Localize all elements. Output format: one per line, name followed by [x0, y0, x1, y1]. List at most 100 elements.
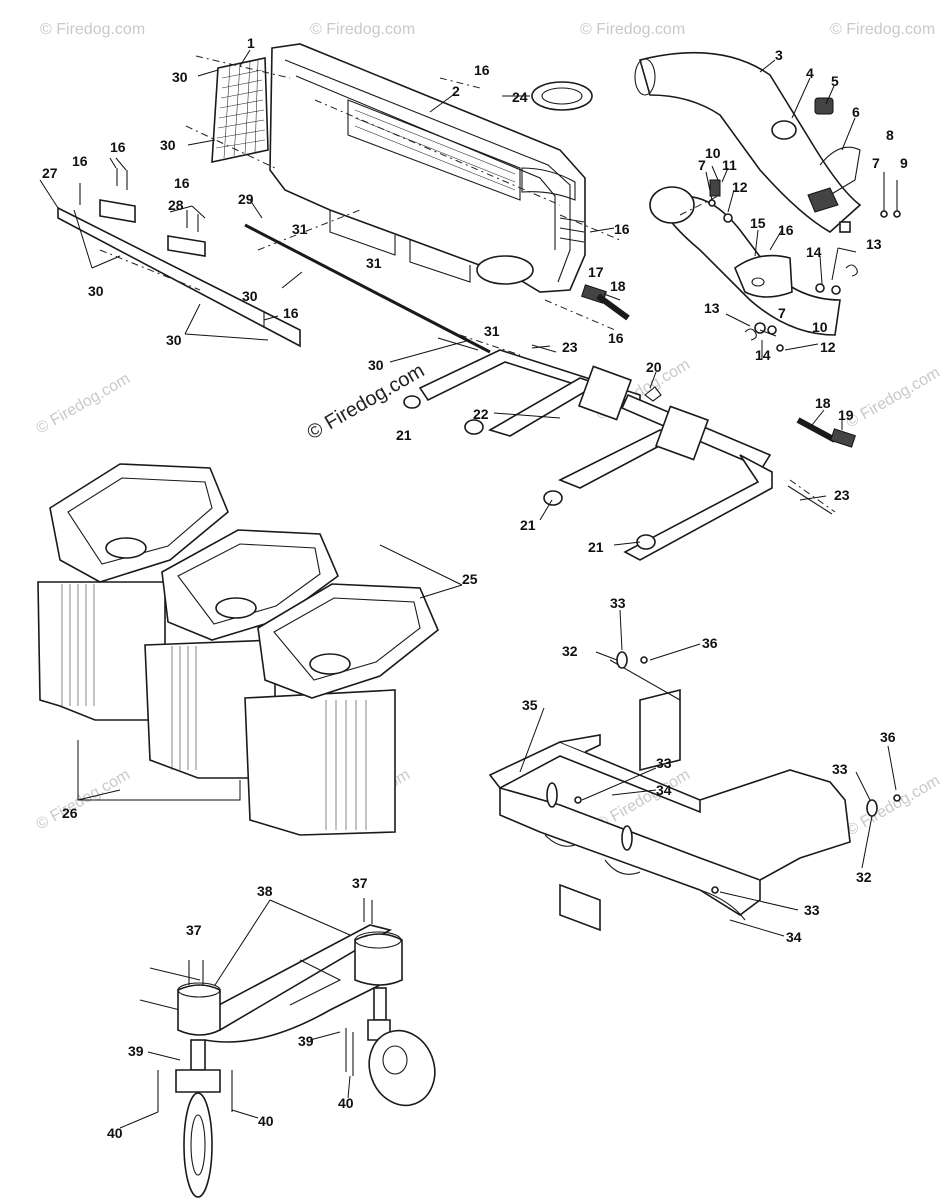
- callout-26: 26: [62, 805, 78, 821]
- part-caster-housing-right: [345, 931, 436, 1107]
- callout-19: 19: [838, 407, 854, 423]
- callout-33: 33: [610, 595, 626, 611]
- watermark: © Firedog.com: [34, 370, 134, 437]
- part-catcher-housing: [269, 43, 586, 293]
- callout-16: 16: [283, 305, 299, 321]
- callout-10: 10: [705, 145, 721, 161]
- part-hitch-frame: [488, 659, 851, 932]
- callout-21: 21: [520, 517, 536, 533]
- callout-33: 33: [804, 902, 820, 918]
- callout-36: 36: [880, 729, 896, 745]
- callout-14: 14: [806, 244, 822, 260]
- callout-7: 7: [778, 305, 786, 321]
- watermark: © Firedog.com: [40, 21, 145, 38]
- callout-31: 31: [292, 221, 308, 237]
- callout-9: 9: [900, 155, 908, 171]
- callout-23: 23: [562, 339, 578, 355]
- callout-40: 40: [338, 1095, 354, 1111]
- callout-16: 16: [174, 175, 190, 191]
- callout-35: 35: [522, 697, 538, 713]
- callout-7: 7: [872, 155, 880, 171]
- part-screen: [211, 57, 269, 164]
- callout-32: 32: [562, 643, 578, 659]
- callout-25: 25: [462, 571, 478, 587]
- callout-40: 40: [107, 1125, 123, 1141]
- callout-30: 30: [88, 283, 104, 299]
- callout-30: 30: [166, 332, 182, 348]
- callout-30: 30: [368, 357, 384, 373]
- callout-7: 7: [698, 157, 706, 173]
- part-side-rail-27: [57, 206, 301, 348]
- callout-31: 31: [484, 323, 500, 339]
- callout-3: 3: [775, 47, 783, 63]
- callout-8: 8: [886, 127, 894, 143]
- callout-10: 10: [812, 319, 828, 335]
- part-fasteners-left: [79, 168, 265, 328]
- callout-labels: 1 2 3 4 5 6 7 8 9 7 10 11 12 15 16 14 13…: [42, 35, 908, 1141]
- callout-34: 34: [656, 782, 672, 798]
- callout-37: 37: [186, 922, 202, 938]
- part-knob: [814, 97, 834, 115]
- callout-16: 16: [110, 139, 126, 155]
- callout-12: 12: [820, 339, 836, 355]
- callout-4: 4: [806, 65, 814, 81]
- callout-24: 24: [512, 89, 528, 105]
- part-springs-pins: [531, 284, 856, 515]
- callout-1: 1: [247, 35, 255, 51]
- callout-23: 23: [834, 487, 850, 503]
- part-caster-housing-left: [157, 982, 233, 1198]
- callout-12: 12: [732, 179, 748, 195]
- callout-34: 34: [786, 929, 802, 945]
- callout-16: 16: [614, 221, 630, 237]
- leader-lines: [39, 49, 897, 1129]
- part-gasket-ring: [531, 81, 593, 111]
- part-chute-tube: [634, 51, 862, 233]
- callout-13: 13: [704, 300, 720, 316]
- watermark: © Firedog.com: [844, 772, 944, 839]
- part-chute-cap: [771, 97, 861, 213]
- part-bag-right: [244, 583, 439, 836]
- callout-30: 30: [160, 137, 176, 153]
- part-mounting-frame: [403, 349, 773, 561]
- callout-21: 21: [396, 427, 412, 443]
- callout-29: 29: [238, 191, 254, 207]
- callout-6: 6: [852, 104, 860, 120]
- callout-11: 11: [722, 157, 737, 173]
- part-rod-29: [244, 223, 491, 354]
- callout-39: 39: [128, 1043, 144, 1059]
- callout-37: 37: [352, 875, 368, 891]
- callout-15: 15: [750, 215, 766, 231]
- callout-13: 13: [866, 236, 882, 252]
- callout-18: 18: [610, 278, 626, 294]
- watermark: © Firedog.com: [844, 364, 944, 431]
- callout-5: 5: [831, 73, 839, 89]
- callout-21: 21: [588, 539, 604, 555]
- callout-14: 14: [755, 347, 771, 363]
- callout-16: 16: [474, 62, 490, 78]
- callout-30: 30: [242, 288, 258, 304]
- callout-40: 40: [258, 1113, 274, 1129]
- callout-16: 16: [608, 330, 624, 346]
- watermark: © Firedog.com: [830, 21, 935, 38]
- part-bolts-37: [188, 898, 373, 985]
- callout-16: 16: [72, 153, 88, 169]
- callout-16: 16: [778, 222, 794, 238]
- callout-31: 31: [366, 255, 382, 271]
- watermark: © Firedog.com: [580, 21, 685, 38]
- part-brackets-28: [99, 199, 206, 257]
- callout-39: 39: [298, 1033, 314, 1049]
- part-pins: [839, 172, 901, 233]
- callout-38: 38: [257, 883, 273, 899]
- callout-36: 36: [702, 635, 718, 651]
- part-latch: [819, 146, 861, 196]
- part-bag-left: [37, 463, 229, 721]
- callout-22: 22: [473, 406, 489, 422]
- callout-2: 2: [452, 83, 460, 99]
- callout-33: 33: [656, 755, 672, 771]
- alignment-lines: [99, 55, 836, 513]
- callout-30: 30: [172, 69, 188, 85]
- callout-28: 28: [168, 197, 184, 213]
- part-hardware-cluster: [705, 171, 858, 352]
- callout-32: 32: [856, 869, 872, 885]
